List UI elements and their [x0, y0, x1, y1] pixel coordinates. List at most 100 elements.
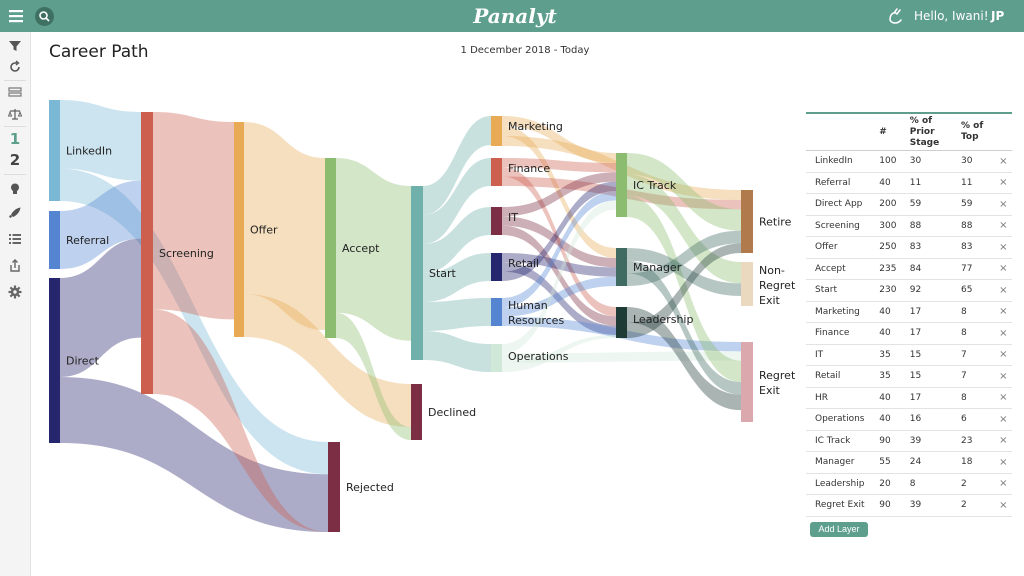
sankey-link-retail-leadership[interactable] [502, 262, 616, 335]
sankey-link-linkedin-screening[interactable] [60, 100, 141, 181]
sankey-link-operations-regret[interactable] [502, 351, 741, 363]
sankey-label-accept: Accept [342, 242, 380, 255]
sankey-node-leadership[interactable] [616, 307, 627, 338]
sankey-link-referral-screening[interactable] [60, 180, 141, 269]
remove-row-button[interactable]: × [994, 451, 1012, 474]
sankey-link-leadership-regret[interactable] [627, 307, 741, 411]
add-layer-button[interactable]: Add Layer [810, 522, 868, 537]
remove-row-button[interactable]: × [994, 494, 1012, 517]
sankey-link-screening-offer[interactable] [153, 112, 234, 320]
remove-row-button[interactable]: × [994, 172, 1012, 194]
sankey-node-retire[interactable] [741, 190, 753, 253]
sankey-node-accept[interactable] [325, 158, 336, 338]
sankey-node-hr[interactable] [491, 298, 502, 326]
sankey-link-retail-manager[interactable] [502, 253, 616, 277]
sankey-link-accept-start[interactable] [336, 158, 411, 341]
remove-row-button[interactable]: × [994, 473, 1012, 495]
sankey-node-screening[interactable] [141, 112, 153, 394]
sankey-link-ictrack-retire[interactable] [627, 153, 741, 231]
lightbulb-icon[interactable] [7, 181, 23, 197]
sankey-node-regret[interactable] [741, 342, 753, 422]
row-prior-stage: 39 [907, 494, 959, 517]
sankey-node-linkedin[interactable] [49, 100, 60, 201]
sankey-link-direct-screening[interactable] [60, 238, 141, 377]
sankey-node-marketing[interactable] [491, 116, 502, 146]
row-of-top: 2 [958, 473, 995, 495]
remove-row-button[interactable]: × [994, 387, 1012, 409]
sankey-link-finance-ictrack[interactable] [502, 158, 616, 173]
rocket-icon[interactable] [7, 205, 23, 221]
row-count: 250 [877, 236, 908, 259]
sankey-link-manager-nonregret[interactable] [627, 248, 741, 296]
remove-row-button[interactable]: × [994, 408, 1012, 431]
sankey-node-operations[interactable] [491, 344, 502, 372]
row-of-top: 65 [958, 279, 995, 302]
sankey-node-direct[interactable] [49, 278, 60, 443]
sankey-link-ictrack-regret[interactable] [627, 195, 741, 382]
remove-row-button[interactable]: × [994, 236, 1012, 259]
remove-row-button[interactable]: × [994, 301, 1012, 323]
refresh-icon[interactable] [7, 59, 23, 75]
sankey-link-finance-leadership[interactable] [502, 167, 616, 317]
sankey-node-start[interactable] [411, 186, 423, 360]
date-range[interactable]: 1 December 2018 - Today [460, 45, 590, 56]
sankey-node-offer[interactable] [234, 122, 244, 337]
sankey-link-it-manager[interactable] [502, 216, 616, 268]
app-logo[interactable]: Panalyt [473, 4, 557, 28]
sankey-node-retail[interactable] [491, 253, 502, 281]
sankey-node-nonregret[interactable] [741, 262, 753, 306]
sankey-link-hr-manager[interactable] [502, 276, 616, 317]
sankey-link-operations-ictrack[interactable] [502, 200, 616, 354]
sankey-link-ictrack-nonregret[interactable] [627, 174, 741, 284]
balance-scale-icon[interactable] [7, 106, 23, 122]
layers-icon[interactable] [7, 84, 23, 100]
sankey-link-start-retail[interactable] [423, 253, 491, 302]
sankey-link-marketing-manager[interactable] [502, 126, 616, 258]
sankey-node-it[interactable] [491, 207, 502, 235]
remove-row-button[interactable]: × [994, 258, 1012, 280]
sankey-link-offer-accept[interactable] [244, 122, 325, 330]
remove-row-button[interactable]: × [994, 365, 1012, 388]
sankey-link-manager-retire[interactable] [627, 230, 741, 286]
remove-row-button[interactable]: × [994, 322, 1012, 345]
sankey-link-it-leadership[interactable] [502, 225, 616, 326]
sankey-link-hr-ictrack[interactable] [502, 191, 616, 308]
sankey-link-manager-regret[interactable] [627, 260, 741, 395]
sankey-node-declined[interactable] [411, 384, 422, 440]
sankey-link-start-it[interactable] [423, 207, 491, 273]
sankey-link-leadership-retire[interactable] [627, 243, 741, 338]
sankey-link-it-ictrack[interactable] [502, 172, 616, 217]
sankey-node-manager[interactable] [616, 248, 627, 286]
remove-row-button[interactable]: × [994, 430, 1012, 452]
filter-icon[interactable] [7, 38, 23, 54]
remove-row-button[interactable]: × [994, 215, 1012, 237]
sankey-link-start-marketing[interactable] [423, 116, 491, 215]
step-two-icon[interactable]: 2 [9, 151, 21, 169]
hamburger-menu-icon[interactable] [6, 6, 26, 26]
sankey-link-start-finance[interactable] [423, 158, 491, 244]
step-one-icon[interactable]: 1 [9, 130, 21, 148]
sankey-link-screening-rejected[interactable] [153, 309, 328, 532]
sankey-node-ictrack[interactable] [616, 153, 627, 217]
sankey-link-marketing-ictrack[interactable] [502, 116, 616, 163]
sankey-link-linkedin-rejected[interactable] [60, 168, 328, 475]
remove-row-button[interactable]: × [994, 193, 1012, 216]
sankey-link-direct-rejected[interactable] [60, 377, 328, 532]
sankey-node-finance[interactable] [491, 158, 502, 186]
sankey-link-retail-ictrack[interactable] [502, 181, 616, 281]
gear-icon[interactable] [7, 284, 23, 300]
user-avatar[interactable]: JP [991, 9, 1005, 23]
sankey-link-accept-declined[interactable] [336, 312, 411, 440]
remove-row-button[interactable]: × [994, 279, 1012, 302]
sankey-link-start-hr[interactable] [423, 298, 491, 331]
sankey-node-rejected[interactable] [328, 442, 340, 532]
remove-row-button[interactable]: × [994, 150, 1012, 173]
sankey-link-offer-declined[interactable] [244, 294, 411, 427]
sankey-link-start-operations[interactable] [423, 331, 491, 372]
list-icon[interactable] [7, 231, 23, 247]
search-button[interactable] [35, 7, 54, 26]
share-icon[interactable] [7, 258, 23, 274]
sankey-node-referral[interactable] [49, 211, 60, 269]
remove-row-button[interactable]: × [994, 344, 1012, 366]
sankey-link-operations-leadership[interactable] [502, 335, 616, 372]
